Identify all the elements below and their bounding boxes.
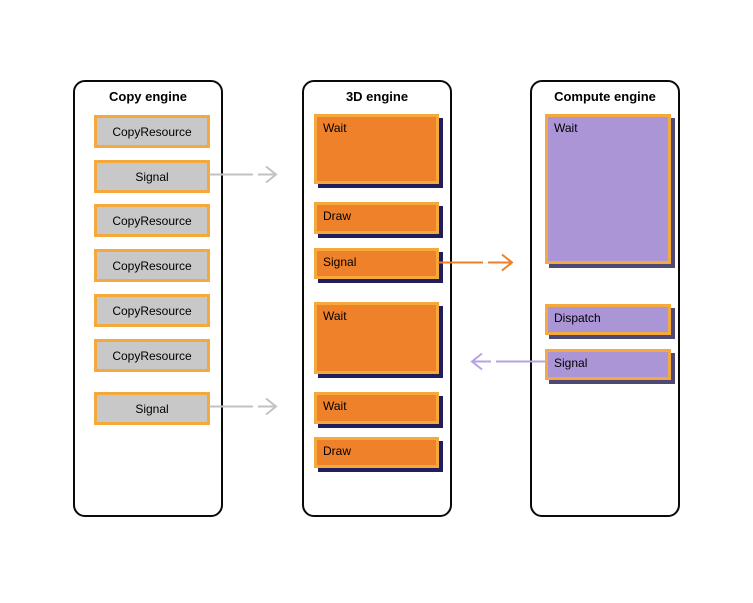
copy-box-copyresource-2: CopyResource [94,204,210,237]
copy-box-copyresource-4: CopyResource [94,294,210,327]
d3-box-draw-2: Draw [314,437,439,468]
d3-box-draw-1: Draw [314,202,439,234]
engine-title-compute: Compute engine [554,89,656,104]
d3-box-wait-2: Wait [314,302,439,374]
engine-column-3d: 3D engine Wait Draw Signal Wait Wait Dra… [302,80,452,517]
compute-box-dispatch: Dispatch [545,304,671,335]
compute-box-signal: Signal [545,349,671,380]
d3-box-wait-3: Wait [314,392,439,424]
d3-box-signal: Signal [314,248,439,279]
copy-box-copyresource-1: CopyResource [94,115,210,148]
copy-box-copyresource-5: CopyResource [94,339,210,372]
d3-box-wait-1: Wait [314,114,439,184]
copy-box-signal-1: Signal [94,160,210,193]
compute-box-wait: Wait [545,114,671,264]
engine-column-copy: Copy engine CopyResource Signal CopyReso… [73,80,223,517]
engine-title-3d: 3D engine [345,89,409,104]
engine-column-compute: Compute engine Wait Dispatch Signal [530,80,680,517]
engine-title-copy: Copy engine [108,89,187,104]
copy-box-copyresource-3: CopyResource [94,249,210,282]
copy-box-signal-2: Signal [94,392,210,425]
